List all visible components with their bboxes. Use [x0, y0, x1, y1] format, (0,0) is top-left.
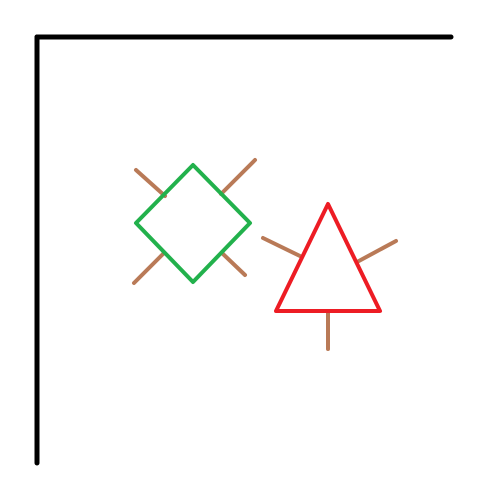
square-shape [134, 163, 252, 284]
triangle-spoke-left [261, 236, 304, 259]
square-spoke-top-right [219, 158, 257, 196]
square-spoke-bottom-left [132, 251, 166, 285]
square-spoke-bottom-right [220, 251, 247, 277]
triangle-group [261, 202, 398, 351]
square-spoke-top-left [134, 168, 167, 198]
triangle-spoke-right [355, 239, 398, 264]
corner-axes [34, 34, 454, 466]
triangle-shape [274, 202, 382, 313]
square-group [132, 158, 257, 285]
